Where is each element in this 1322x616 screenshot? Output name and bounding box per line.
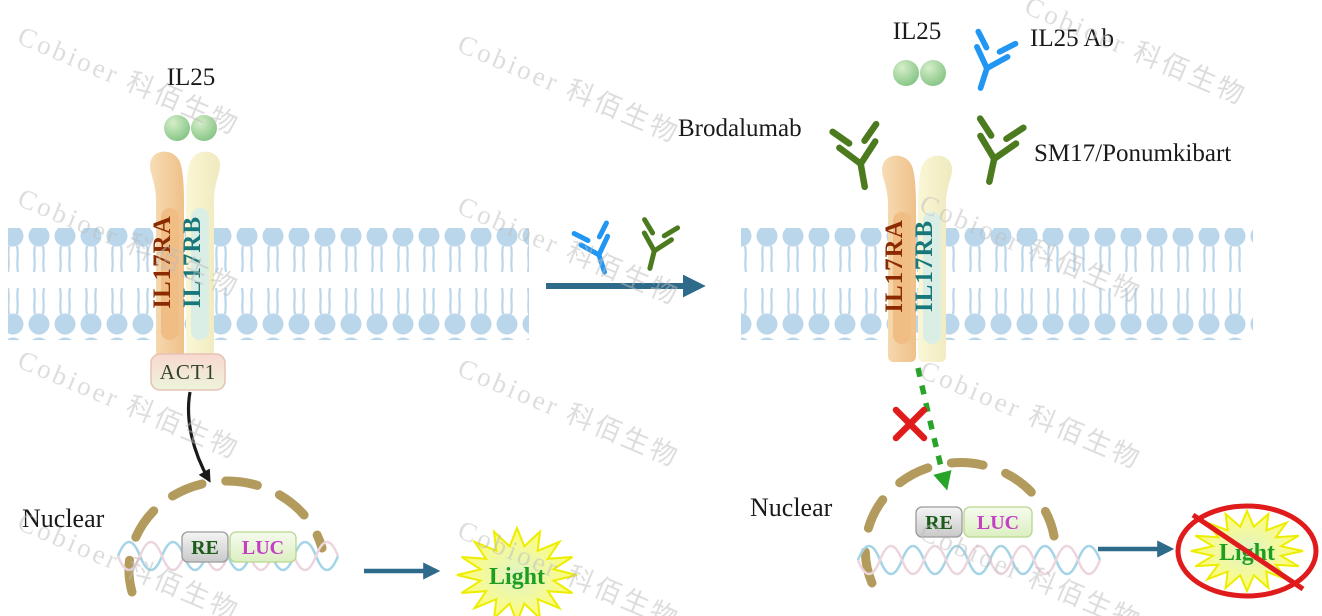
transition — [546, 220, 706, 298]
blocked-signal-arrow — [915, 367, 952, 491]
re-label-right: RE — [925, 512, 953, 534]
no-light-circle-icon — [1175, 503, 1319, 599]
nuclear-label-right: Nuclear — [750, 493, 833, 522]
luciferase-box-right — [963, 506, 1033, 538]
il25-ligand-ball — [191, 115, 217, 141]
response-element-box-right — [915, 506, 963, 538]
signal-arrow-to-nucleus — [186, 391, 211, 483]
il25-antibody-icon — [962, 32, 1016, 94]
green-antibody-icon — [633, 220, 677, 273]
cell-membrane-left — [8, 228, 529, 340]
dna-strand — [856, 544, 1102, 576]
il17ra-label-right: IL17RA — [881, 219, 908, 313]
il25-ligand-ball — [164, 115, 190, 141]
nuclear-envelope-left — [124, 476, 327, 597]
il25-ab-label: IL25 Ab — [1030, 25, 1114, 52]
act1-label: ACT1 — [160, 360, 217, 384]
dna-strand — [856, 544, 1102, 576]
sm17-antibody-icon — [968, 119, 1024, 187]
act1-adapter-box — [150, 353, 226, 391]
light-starburst-left — [456, 525, 578, 616]
light-label-left: Light — [489, 564, 545, 590]
luciferase-box-left — [229, 531, 297, 563]
il25-label-left: IL25 — [167, 64, 216, 91]
brodalumab-antibody-icon — [833, 124, 887, 191]
blue-antibody-icon — [574, 223, 621, 277]
il25-ligand-ball — [920, 60, 946, 86]
left-panel: IL25 IL17RA IL17RB ACT1 Nuclear RE LUC L… — [22, 64, 578, 616]
sm17-ponumkibart-label: SM17/Ponumkibart — [1034, 140, 1231, 167]
il17rb-label-left: IL17RB — [179, 216, 206, 308]
il25-ligand-ball — [893, 60, 919, 86]
blocked-x-icon — [892, 406, 928, 442]
nuclear-label-left: Nuclear — [22, 504, 105, 533]
il25-label-right: IL25 — [893, 18, 942, 45]
luc-label-right: LUC — [977, 512, 1019, 534]
response-element-box-left — [181, 531, 229, 563]
re-label-left: RE — [191, 537, 219, 559]
no-light-slash-icon — [1191, 512, 1305, 592]
brodalumab-label: Brodalumab — [678, 115, 802, 142]
right-panel: IL25 IL25 Ab Brodalumab SM17/Ponumkibart… — [678, 18, 1319, 599]
cell-membrane-right — [741, 228, 1253, 340]
luc-label-left: LUC — [242, 537, 284, 559]
il17rb-label-right: IL17RB — [911, 220, 938, 312]
il17ra-label-left: IL17RA — [149, 215, 176, 309]
